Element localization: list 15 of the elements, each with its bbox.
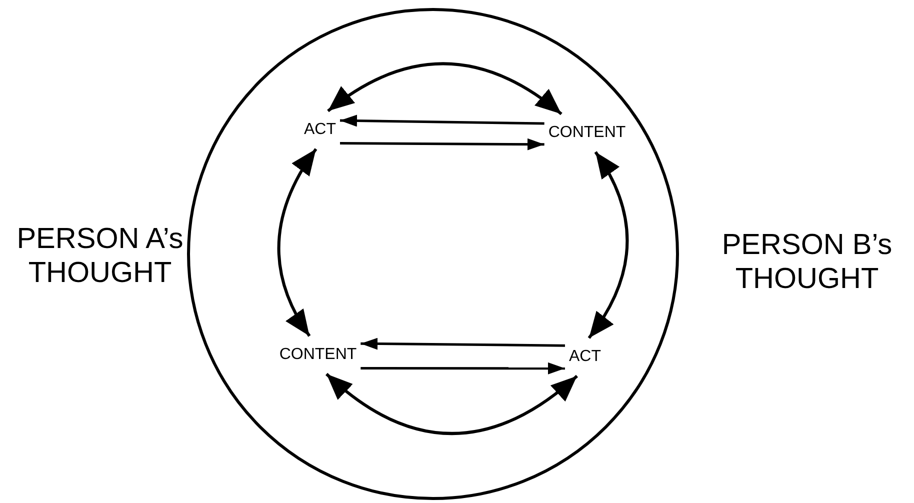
circle xyxy=(187,8,679,500)
curved-arrow xyxy=(588,151,629,339)
text-label: CONTENT xyxy=(544,114,630,152)
arrow xyxy=(360,362,565,374)
text-label: CONTENT xyxy=(275,336,361,374)
arrow xyxy=(340,114,544,127)
caption-text: PERSON B’s THOUGHT xyxy=(720,228,894,296)
text-label: ACT xyxy=(565,338,605,376)
arrow xyxy=(340,138,544,150)
curved-arrow xyxy=(327,62,562,116)
text-label: ACT xyxy=(300,111,340,149)
curved-arrow xyxy=(277,148,318,337)
caption-text: PERSON A’s THOUGHT xyxy=(16,222,184,290)
curved-arrow xyxy=(326,372,578,435)
arrow xyxy=(360,338,566,350)
